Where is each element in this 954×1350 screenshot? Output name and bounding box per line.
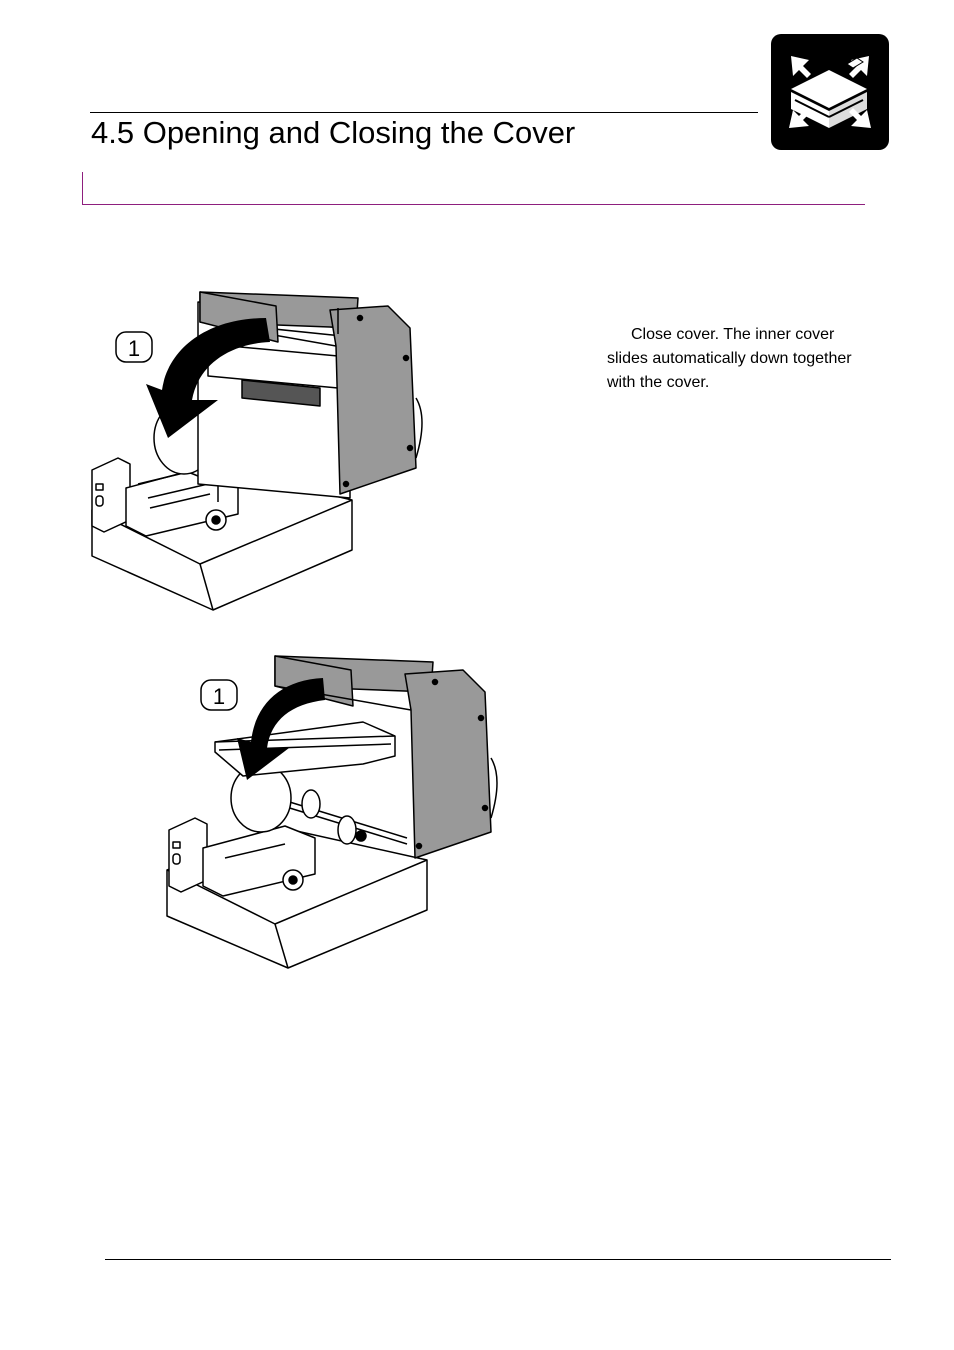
printer-cover-open-figure: 1 [91, 291, 423, 611]
step-instruction: Close cover. The inner cover slides auto… [607, 326, 852, 391]
section-divider [82, 172, 865, 205]
figure-callout-1: 1 [128, 336, 140, 361]
page-title: 4.5 Opening and Closing the Cover [91, 115, 576, 150]
header-rule [90, 112, 758, 113]
footer-rule [105, 1259, 891, 1260]
printer-cover-closing-figure: 1 [166, 655, 498, 969]
cover-closing-icon [771, 34, 889, 150]
figure-callout-2: 1 [213, 684, 225, 709]
